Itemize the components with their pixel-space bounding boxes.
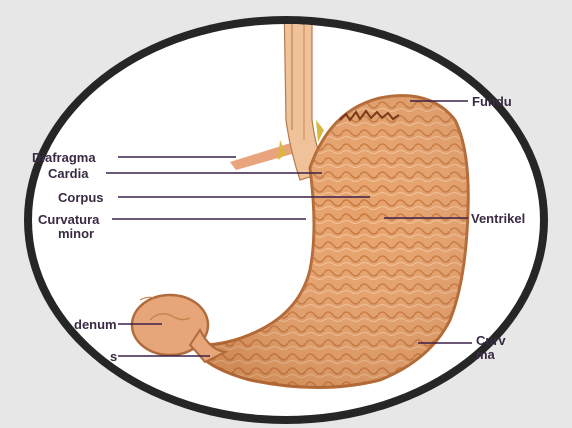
label-fundus: Fundu	[472, 94, 512, 109]
label-ventrikel: Ventrikel	[471, 211, 525, 226]
label-pylorus: s	[110, 349, 117, 364]
label-curvatura-major-line1: Curv	[476, 333, 506, 348]
label-curvatura-minor-line1: Curvatura	[38, 212, 100, 227]
label-duodenum: denum	[74, 317, 117, 332]
label-curvatura-major-line2: ma	[476, 347, 496, 362]
label-cardia: Cardia	[48, 166, 89, 181]
label-diafragma: Diafragma	[32, 150, 96, 165]
label-corpus: Corpus	[58, 190, 104, 205]
label-curvatura-minor-line2: minor	[58, 226, 94, 241]
